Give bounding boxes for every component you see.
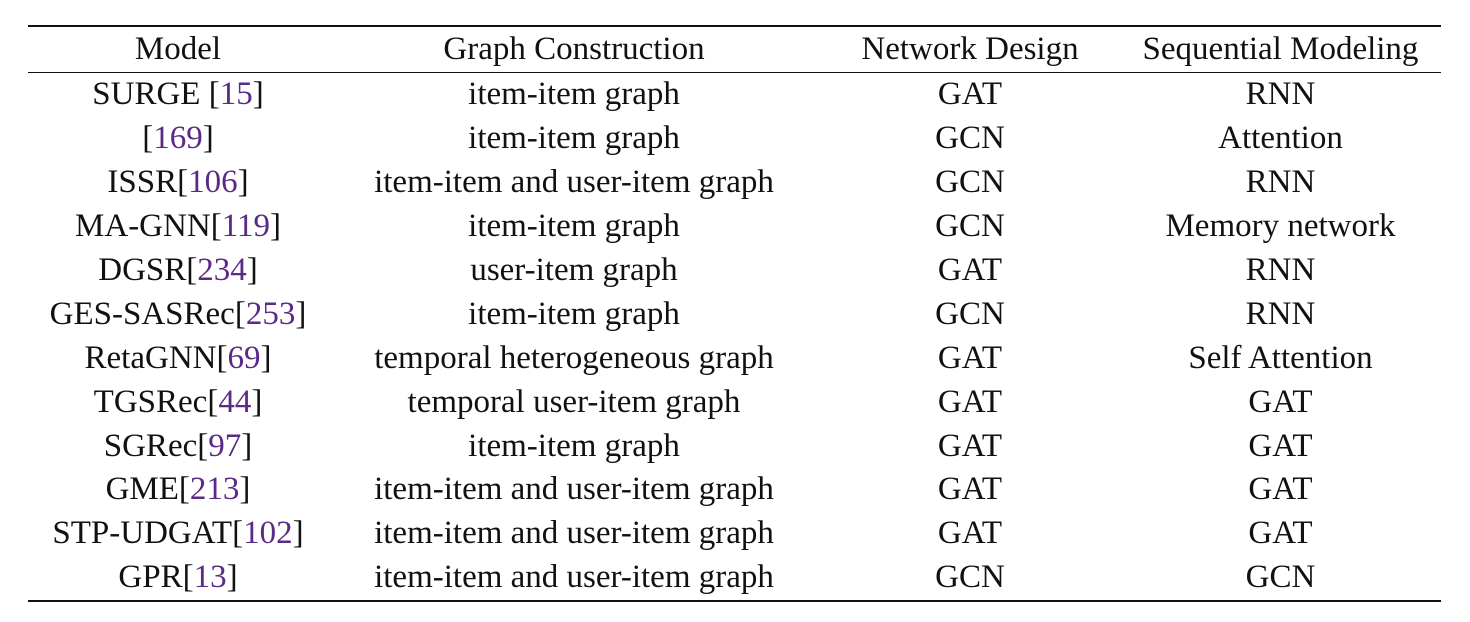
model-cell: GME[213] (105, 471, 251, 508)
citation-link[interactable]: 213 (189, 471, 240, 508)
network-cell: GAT (937, 76, 1003, 113)
graph-cell: user-item graph (470, 252, 678, 288)
sequential-cell: Memory network (1165, 208, 1396, 245)
model-cell: GPR[13] (118, 559, 238, 596)
table-row: [169] item-item graph GCN Attention (28, 117, 1441, 161)
network-cell: GAT (937, 383, 1003, 420)
table-row: TGSRec[44] temporal user-item graph GAT … (28, 380, 1441, 424)
graph-cell: item-item and user-item graph (374, 515, 774, 552)
graph-cell: temporal user-item graph (407, 383, 741, 420)
sequential-cell: RNN (1245, 76, 1316, 113)
citation-link[interactable]: 69 (227, 339, 261, 376)
model-name: TGSRec (93, 383, 208, 420)
model-name: GME (105, 471, 179, 508)
graph-cell: temporal heterogeneous graph (374, 339, 774, 376)
network-cell: GCN (935, 295, 1005, 332)
header-model: Model (134, 31, 222, 67)
graph-cell: item-item graph (468, 76, 680, 113)
graph-cell: item-item graph (468, 208, 680, 245)
model-cell: GES-SASRec[253] (49, 295, 307, 332)
model-name: GES-SASRec (49, 295, 235, 332)
graph-cell: item-item and user-item graph (374, 559, 774, 596)
citation-link[interactable]: 13 (193, 559, 227, 596)
graph-cell: item-item and user-item graph (374, 164, 774, 201)
model-cell: MA-GNN[119] (75, 208, 281, 245)
model-cell: SGRec[97] (103, 427, 253, 464)
table-row: MA-GNN[119] item-item graph GCN Memory n… (28, 205, 1441, 249)
graph-cell: item-item graph (468, 295, 680, 332)
model-name: SURGE (92, 76, 209, 113)
network-cell: GCN (935, 164, 1005, 201)
model-cell: SURGE [15] (92, 76, 264, 113)
table-row: DGSR[234] user-item graph GAT RNN (28, 249, 1441, 293)
table-row: RetaGNN[69] temporal heterogeneous graph… (28, 336, 1441, 380)
header-network-design: Network Design (861, 31, 1079, 67)
network-cell: GAT (937, 471, 1003, 508)
network-cell: GCN (935, 208, 1005, 245)
network-cell: GAT (937, 427, 1003, 464)
sequential-cell: RNN (1245, 164, 1316, 201)
model-cell: ISSR[106] (107, 164, 249, 201)
table-row: SURGE [15] item-item graph GAT RNN (28, 73, 1441, 117)
sequential-cell: GCN (1245, 559, 1316, 596)
table-row: GME[213] item-item and user-item graph G… (28, 468, 1441, 512)
sequential-cell: GAT (1248, 427, 1313, 464)
citation-link[interactable]: 97 (208, 427, 242, 464)
network-cell: GCN (935, 559, 1005, 596)
citation-link[interactable]: 106 (188, 164, 238, 201)
model-cell: STP-UDGAT[102] (52, 515, 304, 552)
model-cell: RetaGNN[69] (84, 339, 272, 376)
graph-cell: item-item graph (468, 120, 680, 157)
model-name: DGSR (98, 252, 187, 288)
table-header-row: Model Graph Construction Network Design … (28, 26, 1441, 73)
model-name: MA-GNN (75, 208, 211, 245)
model-cell: TGSRec[44] (93, 383, 263, 420)
citation-link[interactable]: 234 (197, 252, 247, 288)
citation-link[interactable]: 102 (243, 515, 293, 552)
comparison-table: Model Graph Construction Network Design … (28, 25, 1441, 602)
header-sequential-modeling: Sequential Modeling (1142, 31, 1419, 67)
model-cell: DGSR[234] (98, 252, 258, 288)
model-name: GPR (118, 559, 183, 596)
model-name: RetaGNN (84, 339, 217, 376)
network-cell: GAT (937, 515, 1003, 552)
sequential-cell: Self Attention (1188, 339, 1373, 376)
network-cell: GCN (935, 120, 1005, 157)
model-cell: [169] (142, 120, 214, 157)
header-graph-construction: Graph Construction (443, 31, 705, 67)
model-name: SGRec (103, 427, 198, 464)
table-row: ISSR[106] item-item and user-item graph … (28, 161, 1441, 205)
citation-link[interactable]: 169 (153, 120, 203, 157)
citation-link[interactable]: 15 (219, 76, 253, 113)
sequential-cell: RNN (1245, 295, 1316, 332)
table-row: SGRec[97] item-item graph GAT GAT (28, 424, 1441, 468)
sequential-cell: GAT (1248, 383, 1313, 420)
sequential-cell: RNN (1245, 252, 1316, 288)
graph-cell: item-item graph (468, 427, 680, 464)
sequential-cell: GAT (1248, 471, 1313, 508)
network-cell: GAT (937, 339, 1003, 376)
model-name: ISSR (107, 164, 178, 201)
citation-link[interactable]: 253 (245, 295, 296, 332)
citation-link[interactable]: 119 (221, 208, 270, 245)
table-row: GPR[13] item-item and user-item graph GC… (28, 556, 1441, 601)
citation-link[interactable]: 44 (218, 383, 252, 420)
sequential-cell: Attention (1218, 120, 1343, 157)
table-row: GES-SASRec[253] item-item graph GCN RNN (28, 292, 1441, 336)
graph-cell: item-item and user-item graph (374, 471, 774, 508)
sequential-cell: GAT (1248, 515, 1313, 552)
table-row: STP-UDGAT[102] item-item and user-item g… (28, 512, 1441, 556)
model-name: STP-UDGAT (52, 515, 233, 552)
network-cell: GAT (937, 252, 1003, 288)
comparison-table-container: Model Graph Construction Network Design … (28, 25, 1441, 602)
table-body: SURGE [15] item-item graph GAT RNN [169]… (28, 73, 1441, 601)
